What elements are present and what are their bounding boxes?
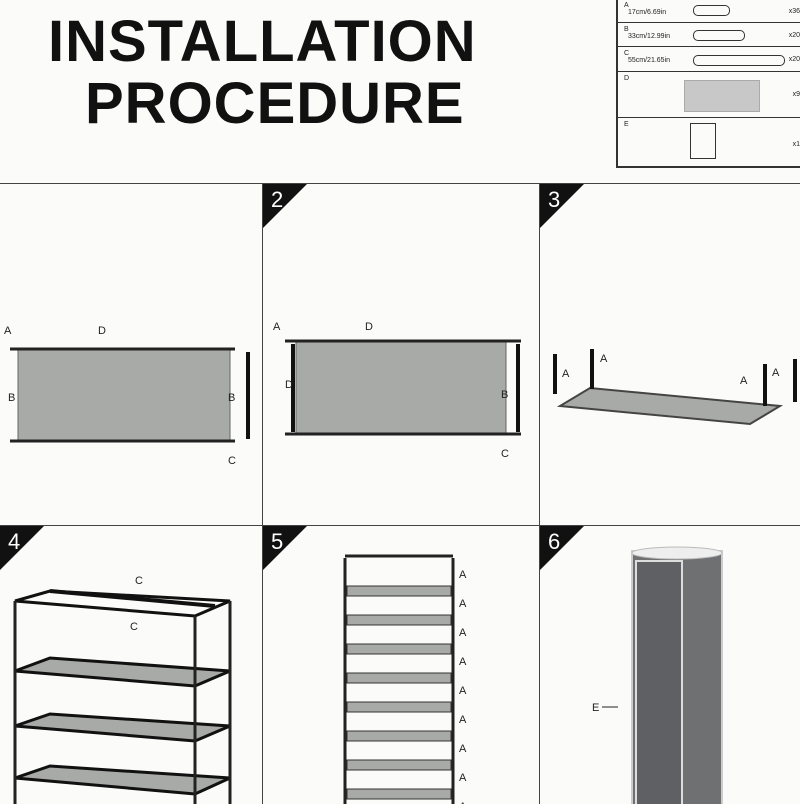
part-row-a: A 17cm/6.69in x36 [618,0,800,23]
part-row-c: C 55cm/21.65in x20 [618,48,800,72]
title-line-1: INSTALLATION [48,9,477,74]
shelf-cloth-icon [684,80,760,112]
step-4-illustration: C C [13,575,232,804]
part-qty: x9 [792,91,800,98]
label-c: C [130,621,138,633]
label-c: C [228,455,236,467]
shelf-tier [346,759,452,771]
label-a: A [562,368,570,380]
label-a: A [273,321,281,333]
shelf-tier [346,614,452,626]
shelf-tier [346,788,452,800]
label-a: A [4,325,12,337]
part-row-e: E x1 [618,119,800,164]
step-2-illustration: A D D B C [273,321,521,460]
part-spec: 55cm/21.65in [628,57,671,64]
label-a: A [459,801,467,804]
tube-icon [693,30,745,41]
shelf-tier [346,585,452,597]
step-6-panel: E 6 [539,525,800,804]
part-letter: B [624,26,629,33]
part-letter: C [624,50,630,57]
step-number: 4 [8,529,21,554]
part-row-d: D x9 [618,73,800,118]
step-4-panel: C C 4 [0,525,264,804]
label-e: E [592,702,599,714]
step-badge [540,184,584,228]
step-3-panel: A A A A 3 [539,183,800,527]
title-line-2: PROCEDURE [85,71,465,136]
label-a: A [459,569,467,581]
part-qty: x1 [792,141,800,148]
label-a: A [459,685,467,697]
part-qty: x20 [788,32,800,39]
label-c: C [501,448,509,460]
step-number: 3 [548,187,561,212]
label-a: A [600,353,608,365]
label-a: A [772,367,780,379]
shelf-tier [346,701,452,713]
label-b: B [228,392,235,404]
label-b: B [501,389,508,401]
label-a: A [459,743,467,755]
step-5-illustration: A A A A A A A A A [343,554,467,804]
label-b: B [8,392,15,404]
step-badge [263,526,307,570]
step-badge [263,184,307,228]
tube-icon [693,5,730,16]
step-5-panel: A A A A A A A A A 5 [262,525,541,804]
tube-icon [693,55,785,66]
step-2-panel: A D D B C 2 [262,183,541,527]
part-spec: 17cm/6.69in [628,9,667,16]
part-row-b: B 33cm/12.99in x20 [618,24,800,47]
label-d: D [285,379,293,391]
label-a: A [459,627,467,639]
label-d: D [365,321,373,333]
step-badge [540,526,584,570]
step-badge [0,526,44,570]
part-letter: E [624,121,629,128]
label-a: A [740,375,748,387]
label-a: A [459,714,467,726]
label-a: A [459,656,467,668]
shelf-tier [346,730,452,742]
step-1-illustration: A D B B C [4,325,250,467]
step-number: 6 [548,529,561,554]
part-letter: A [624,2,629,9]
step-6-illustration: E [592,546,723,804]
shelf-tier [346,672,452,684]
label-c: C [135,575,143,587]
cover-icon [690,123,716,159]
part-spec: 33cm/12.99in [628,33,671,40]
label-d: D [98,325,106,337]
parts-list: A 17cm/6.69in x36 B 33cm/12.99in x20 C 5… [616,0,800,168]
step-1-panel: A D B B C [0,183,264,527]
step-number: 5 [271,529,284,554]
label-a: A [459,598,467,610]
label-a: A [459,772,467,784]
part-qty: x36 [788,8,800,15]
part-qty: x20 [788,56,800,63]
step-3-illustration: A A A A [553,349,797,426]
shelf-tier [346,643,452,655]
part-letter: D [624,75,630,82]
step-number: 2 [271,187,284,212]
